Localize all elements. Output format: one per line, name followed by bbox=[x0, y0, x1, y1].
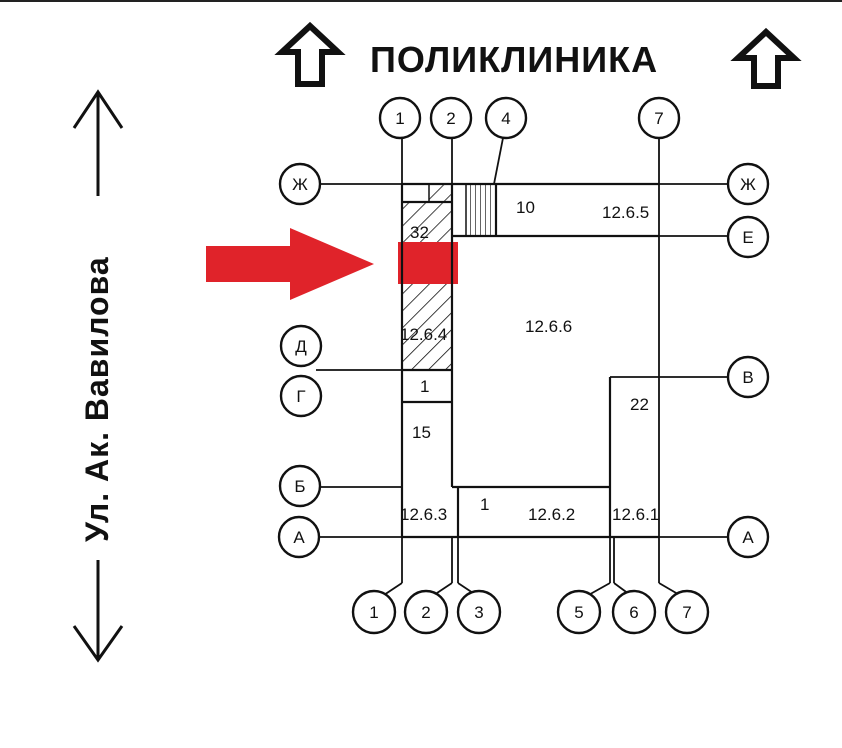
room-12-6-5-label: 12.6.5 bbox=[602, 203, 649, 222]
axis-bottom-1: 1 bbox=[369, 603, 378, 622]
room-15-label: 15 bbox=[412, 423, 431, 442]
axis-bubbles-left bbox=[277, 162, 323, 559]
axis-bubbles-right bbox=[726, 162, 770, 559]
axis-top-1: 1 bbox=[395, 109, 404, 128]
axis-bottom-2: 2 bbox=[421, 603, 430, 622]
header-title: ПОЛИКЛИНИКА bbox=[370, 39, 658, 80]
grid-lines bbox=[316, 137, 732, 598]
axis-left-a: А bbox=[293, 528, 305, 547]
axis-left-b: Б bbox=[294, 477, 305, 496]
room-22-label: 22 bbox=[630, 395, 649, 414]
axis-right-v: В bbox=[742, 368, 753, 387]
up-arrow-icon-left bbox=[274, 21, 346, 87]
entrance-arrow-icon bbox=[206, 228, 374, 300]
up-arrow-icon-right bbox=[730, 27, 802, 89]
axis-bubbles-bottom bbox=[351, 589, 710, 635]
room-1-upper-label: 1 bbox=[420, 377, 429, 396]
axis-top-4: 4 bbox=[501, 109, 510, 128]
room-12-6-6-label: 12.6.6 bbox=[525, 317, 572, 336]
building-plan bbox=[400, 182, 659, 539]
room-12-6-4-label: 12.6.4 bbox=[400, 325, 447, 344]
room-10-label: 10 bbox=[516, 198, 535, 217]
room-32-label: 32 bbox=[410, 223, 429, 242]
room-12-6-1-label: 12.6.1 bbox=[612, 505, 659, 524]
axis-top-7: 7 bbox=[654, 109, 663, 128]
axis-right-a: А bbox=[742, 528, 754, 547]
axis-bottom-5: 5 bbox=[574, 603, 583, 622]
room-1-lower-label: 1 bbox=[480, 495, 489, 514]
axis-bottom-7: 7 bbox=[682, 603, 691, 622]
axis-right-e: Е bbox=[742, 228, 753, 247]
axis-top-2: 2 bbox=[446, 109, 455, 128]
street-label: Ул. Ак. Вавилова bbox=[79, 256, 115, 542]
top-border-line bbox=[0, 0, 842, 2]
axis-left-d: Д bbox=[295, 337, 307, 356]
axis-bubbles-top bbox=[378, 96, 681, 140]
room-12-6-2-label: 12.6.2 bbox=[528, 505, 575, 524]
axis-bottom-6: 6 bbox=[629, 603, 638, 622]
room-12-6-3-label: 12.6.3 bbox=[400, 505, 447, 524]
axis-bottom-3: 3 bbox=[474, 603, 483, 622]
axis-right-zh: Ж bbox=[740, 175, 756, 194]
axis-left-zh: Ж bbox=[292, 175, 308, 194]
axis-left-g: Г bbox=[296, 387, 305, 406]
street-arrow-icon bbox=[72, 89, 124, 663]
